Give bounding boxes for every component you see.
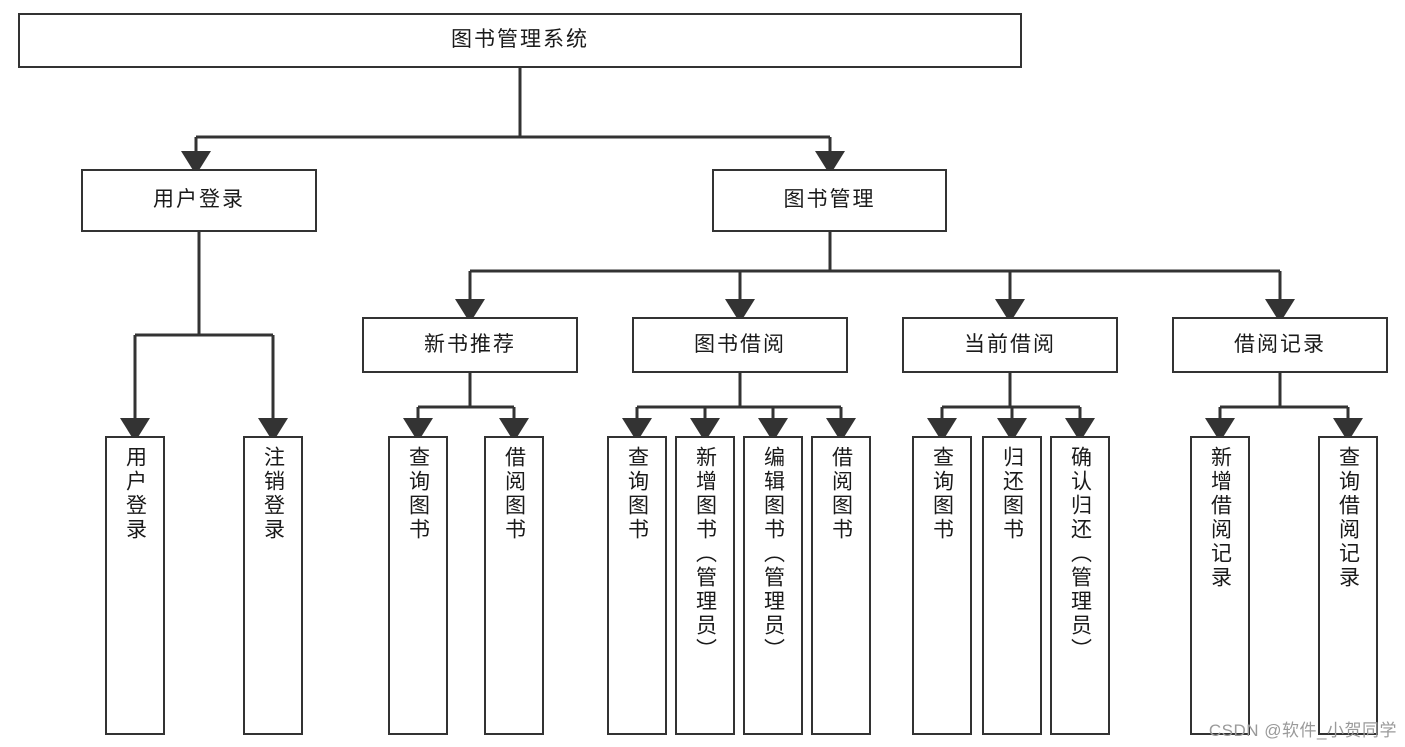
node-user-logout-label: 注销登录 (261, 446, 285, 542)
node-edit-book-admin-label: 编辑图书（管理员） (761, 446, 785, 662)
node-new-book-recommend-label: 新书推荐 (424, 332, 516, 356)
node-confirm-return-admin-label: 确认归还（管理员） (1068, 446, 1092, 662)
node-root-label: 图书管理系统 (451, 28, 589, 52)
node-add-borrow-record-label: 新增借阅记录 (1208, 446, 1232, 590)
node-borrow-book-1[interactable]: 借阅图书 (484, 436, 544, 735)
node-return-book-label: 归还图书 (1000, 446, 1024, 542)
node-add-book-admin-label: 新增图书（管理员） (693, 446, 717, 662)
node-borrow-book-2[interactable]: 借阅图书 (811, 436, 871, 735)
node-query-borrow-record[interactable]: 查询借阅记录 (1318, 436, 1378, 735)
node-query-book-3-label: 查询图书 (930, 446, 954, 542)
node-user-login-do-label: 用户登录 (123, 446, 147, 542)
node-return-book[interactable]: 归还图书 (982, 436, 1042, 735)
node-new-book-recommend[interactable]: 新书推荐 (362, 317, 578, 373)
node-book-borrow-label: 图书借阅 (694, 332, 786, 356)
node-borrow-book-1-label: 借阅图书 (502, 446, 526, 542)
node-user-login-label: 用户登录 (153, 188, 245, 212)
node-user-logout[interactable]: 注销登录 (243, 436, 303, 735)
node-query-book-1[interactable]: 查询图书 (388, 436, 448, 735)
node-confirm-return-admin[interactable]: 确认归还（管理员） (1050, 436, 1110, 735)
node-query-borrow-record-label: 查询借阅记录 (1336, 446, 1360, 590)
node-borrow-record[interactable]: 借阅记录 (1172, 317, 1388, 373)
node-query-book-2[interactable]: 查询图书 (607, 436, 667, 735)
node-edit-book-admin[interactable]: 编辑图书（管理员） (743, 436, 803, 735)
node-add-borrow-record[interactable]: 新增借阅记录 (1190, 436, 1250, 735)
node-borrow-record-label: 借阅记录 (1234, 332, 1326, 356)
node-query-book-1-label: 查询图书 (406, 446, 430, 542)
node-book-borrow[interactable]: 图书借阅 (632, 317, 848, 373)
node-current-borrow[interactable]: 当前借阅 (902, 317, 1118, 373)
node-query-book-2-label: 查询图书 (625, 446, 649, 542)
node-user-login[interactable]: 用户登录 (81, 169, 317, 232)
node-book-management[interactable]: 图书管理 (712, 169, 947, 232)
node-book-management-label: 图书管理 (783, 188, 876, 212)
node-root[interactable]: 图书管理系统 (18, 13, 1022, 68)
node-borrow-book-2-label: 借阅图书 (829, 446, 853, 542)
node-user-login-do[interactable]: 用户登录 (105, 436, 165, 735)
node-query-book-3[interactable]: 查询图书 (912, 436, 972, 735)
node-current-borrow-label: 当前借阅 (964, 332, 1056, 356)
node-add-book-admin[interactable]: 新增图书（管理员） (675, 436, 735, 735)
